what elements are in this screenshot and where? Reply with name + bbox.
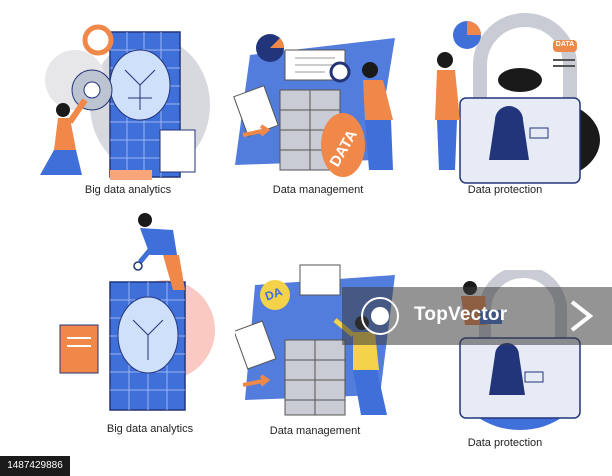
data-badge: DATA [555,41,575,48]
panel-caption: Data management [269,425,361,437]
big-data-analytics-illustration [40,24,210,180]
panel-caption: Big data analytics [84,184,172,196]
panel-caption: Data management [272,184,364,196]
data-protection-illustration [435,13,600,184]
big-data-analytics-illustration [59,213,215,411]
panel-data-protection-1: DATA [425,10,605,190]
panel-data-management-1: DATA [225,20,410,190]
data-management-illustration [233,34,395,177]
footer-bar [0,456,612,476]
panel-caption: Big data analytics [106,423,194,435]
panel-big-data-analytics-2 [55,210,215,420]
watermark-logo-icon [361,297,399,335]
watermark-chevron-icon [570,300,594,332]
panel-caption: Data protection [467,184,543,196]
panel-caption: Data protection [467,437,543,449]
image-id-label: 1487429886 [0,456,70,476]
panel-big-data-analytics-1 [30,10,210,190]
watermark-text: TopVector [414,304,508,325]
